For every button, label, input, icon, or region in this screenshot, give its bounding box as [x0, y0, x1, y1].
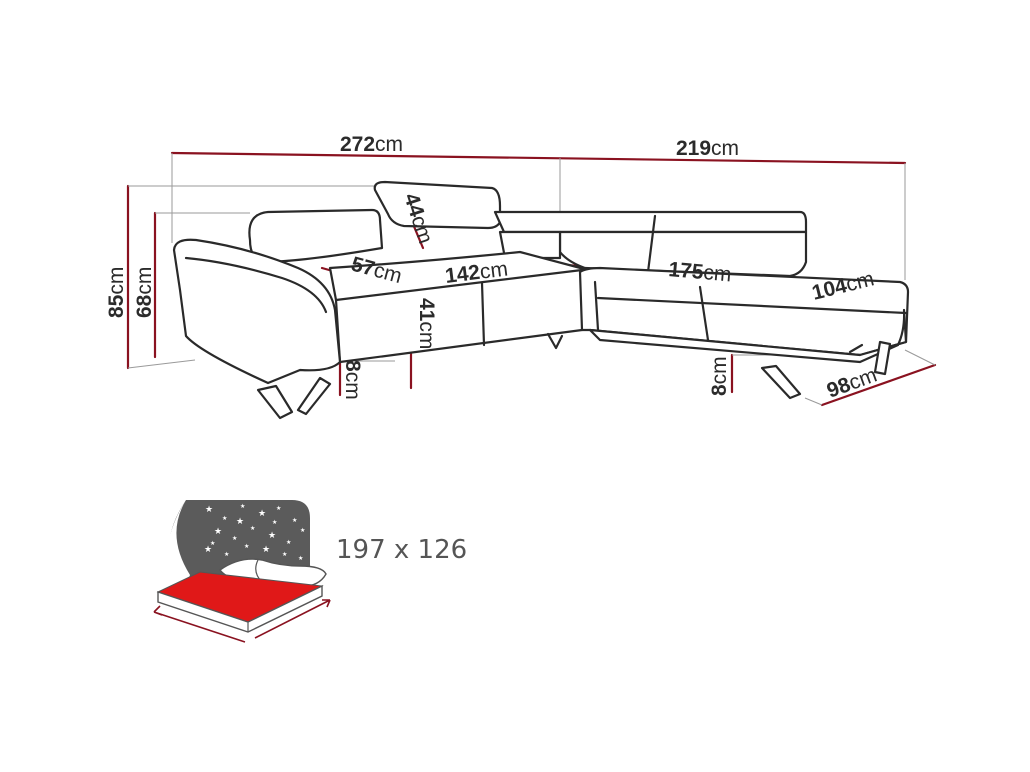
label-272: 272cm: [340, 133, 403, 156]
label-98: 98cm: [824, 364, 880, 403]
label-68: 68cm: [133, 267, 156, 318]
star-glyph: ★: [240, 503, 245, 510]
label-142: 142cm: [444, 257, 509, 288]
star-glyph: ★: [250, 525, 255, 532]
star-glyph: ★: [224, 551, 229, 558]
label-8-right: 8cm: [708, 356, 731, 396]
star-glyph: ★: [292, 517, 297, 524]
bed-function-icon: ★★★★★★★★★★★★★★★★★★★★★: [153, 500, 331, 643]
headrest: [373, 180, 502, 230]
star-glyph: ★: [286, 539, 291, 546]
label-8-left: 8cm: [341, 360, 364, 400]
bed-size-label: 197 x 126: [336, 535, 467, 565]
bed-handle: [546, 332, 564, 350]
leg-front-left: [256, 384, 294, 420]
star-glyph: ★: [282, 551, 287, 558]
leg-front-right-left: [296, 376, 332, 416]
leg-chaise-left: [760, 364, 802, 400]
stars-icon: ★★★★★★★★★★★★★★★★★★★★★: [204, 503, 305, 562]
chaise-depth-line: [820, 363, 937, 407]
star-glyph: ★: [272, 519, 277, 526]
star-glyph: ★: [210, 540, 215, 547]
star-glyph: ★: [205, 505, 213, 515]
label-85: 85cm: [105, 267, 128, 318]
star-glyph: ★: [276, 505, 281, 512]
star-glyph: ★: [236, 517, 244, 527]
star-glyph: ★: [300, 527, 305, 534]
star-glyph: ★: [222, 515, 227, 522]
star-glyph: ★: [298, 555, 303, 562]
star-glyph: ★: [258, 509, 266, 519]
star-glyph: ★: [214, 527, 222, 537]
back-cushion-center: [493, 210, 808, 234]
star-glyph: ★: [262, 545, 270, 555]
label-219: 219cm: [676, 137, 739, 160]
overall-width-line: [170, 151, 907, 165]
star-glyph: ★: [204, 545, 212, 555]
extension-lines: [127, 153, 936, 406]
leg-chaise-right: [873, 340, 892, 376]
label-41: 41cm: [415, 298, 438, 349]
star-glyph: ★: [268, 531, 276, 541]
star-glyph: ★: [232, 535, 237, 542]
star-glyph: ★: [244, 543, 249, 550]
armrest-left: [172, 238, 342, 385]
seat-chaise-right: [578, 266, 910, 357]
sofa-outline: [172, 180, 910, 420]
label-175: 175cm: [668, 258, 733, 286]
